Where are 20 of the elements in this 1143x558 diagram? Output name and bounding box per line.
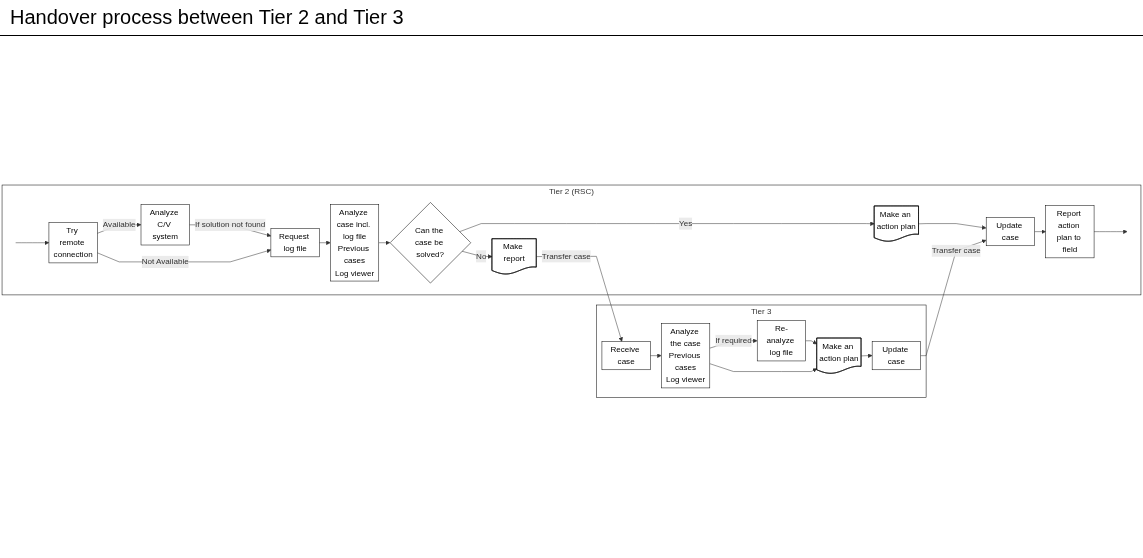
node-box: Update case bbox=[985, 217, 1035, 246]
edge-label: Transfer case bbox=[931, 246, 981, 255]
node-box: Analyze C/V system bbox=[140, 204, 190, 245]
node-box: Try remote connection bbox=[48, 222, 98, 263]
node-box: Re-analyze log file bbox=[756, 320, 806, 361]
edge-label: If solution not found bbox=[194, 220, 266, 229]
edge-label: Yes bbox=[679, 218, 693, 228]
node-box: Analyze the case Previous cases Log viewer bbox=[661, 322, 711, 388]
node-diamond: Can the case be solved? bbox=[389, 201, 471, 284]
edge-label: Not Available bbox=[141, 257, 189, 266]
node-box: Report action plan to field bbox=[1045, 204, 1095, 258]
edge-label: If required bbox=[715, 335, 752, 345]
node-box: Analyze case incl. log file Previous cases Log viewer bbox=[330, 203, 379, 282]
edge-label: Available bbox=[102, 220, 136, 229]
node-box: Request log file bbox=[270, 228, 320, 257]
edge-label: Transfer case bbox=[541, 251, 591, 261]
diagram-title: Handover process between Tier 2 and Tier 3 bbox=[0, 0, 1143, 36]
node-box: Update case bbox=[871, 341, 921, 370]
edge-label: No bbox=[476, 251, 487, 261]
node-box: Receive case bbox=[601, 341, 651, 370]
